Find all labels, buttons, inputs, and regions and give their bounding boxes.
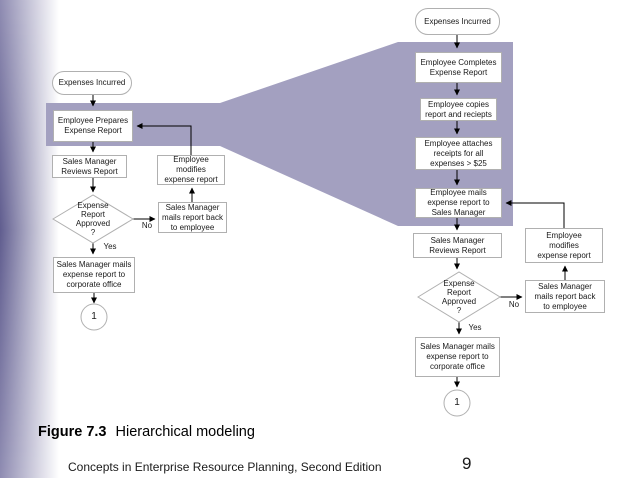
left-decision-label: Expense Report Approved ?	[75, 200, 111, 238]
figure-title: Hierarchical modeling	[115, 424, 255, 440]
right-node-expenses-incurred: Expenses Incurred	[415, 8, 500, 35]
book-title-footer: Concepts in Enterprise Resource Planning…	[68, 460, 382, 474]
sidebar-gradient-bar	[0, 0, 62, 478]
right-node-employee-modifies: Employee modifies expense report	[525, 228, 603, 263]
left-node-employee-modifies: Employee modifies expense report	[157, 155, 225, 185]
left-node-mails-corporate: Sales Manager mails expense report to co…	[53, 257, 135, 293]
right-node-employee-completes: Employee Completes Expense Report	[415, 52, 502, 83]
zoom-band-shape	[46, 42, 513, 226]
left-node-mails-report-back: Sales Manager mails report back to emplo…	[158, 202, 227, 233]
right-connector-circle	[443, 389, 471, 417]
right-decision-label: Expense Report Approved ?	[441, 278, 477, 316]
left-no-label: No	[141, 221, 153, 231]
left-connector-circle	[80, 303, 108, 331]
left-yes-label: Yes	[103, 242, 117, 252]
right-node-mails-corporate: Sales Manager mails expense report to co…	[415, 337, 500, 377]
left-node-expenses-incurred: Expenses Incurred	[52, 71, 132, 95]
right-no-label: No	[508, 300, 520, 310]
left-node-manager-reviews: Sales Manager Reviews Report	[52, 155, 127, 178]
figure-caption: Figure 7.3 Hierarchical modeling	[38, 424, 255, 440]
left-node-employee-prepares: Employee Prepares Expense Report	[53, 110, 133, 142]
arrow-right-modify-mails	[505, 200, 565, 228]
right-node-employee-copies: Employee copies report and reciepts	[420, 98, 497, 121]
right-node-mails-report-back: Sales Manager mails report back to emplo…	[525, 280, 605, 313]
left-connector-label: 1	[91, 311, 97, 323]
right-node-manager-reviews: Sales Manager Reviews Report	[413, 233, 502, 258]
right-node-employee-attaches: Employee attaches receipts for all expen…	[415, 137, 502, 170]
page-number: 9	[462, 454, 472, 473]
right-decision-diamond	[417, 271, 501, 323]
left-decision-diamond	[52, 194, 134, 244]
arrow-left-modify-prepare	[136, 123, 192, 155]
right-yes-label: Yes	[468, 323, 482, 333]
right-node-employee-mails: Employee mails expense report to Sales M…	[415, 188, 502, 218]
right-connector-label: 1	[454, 397, 460, 409]
figure-label: Figure 7.3	[38, 424, 107, 440]
